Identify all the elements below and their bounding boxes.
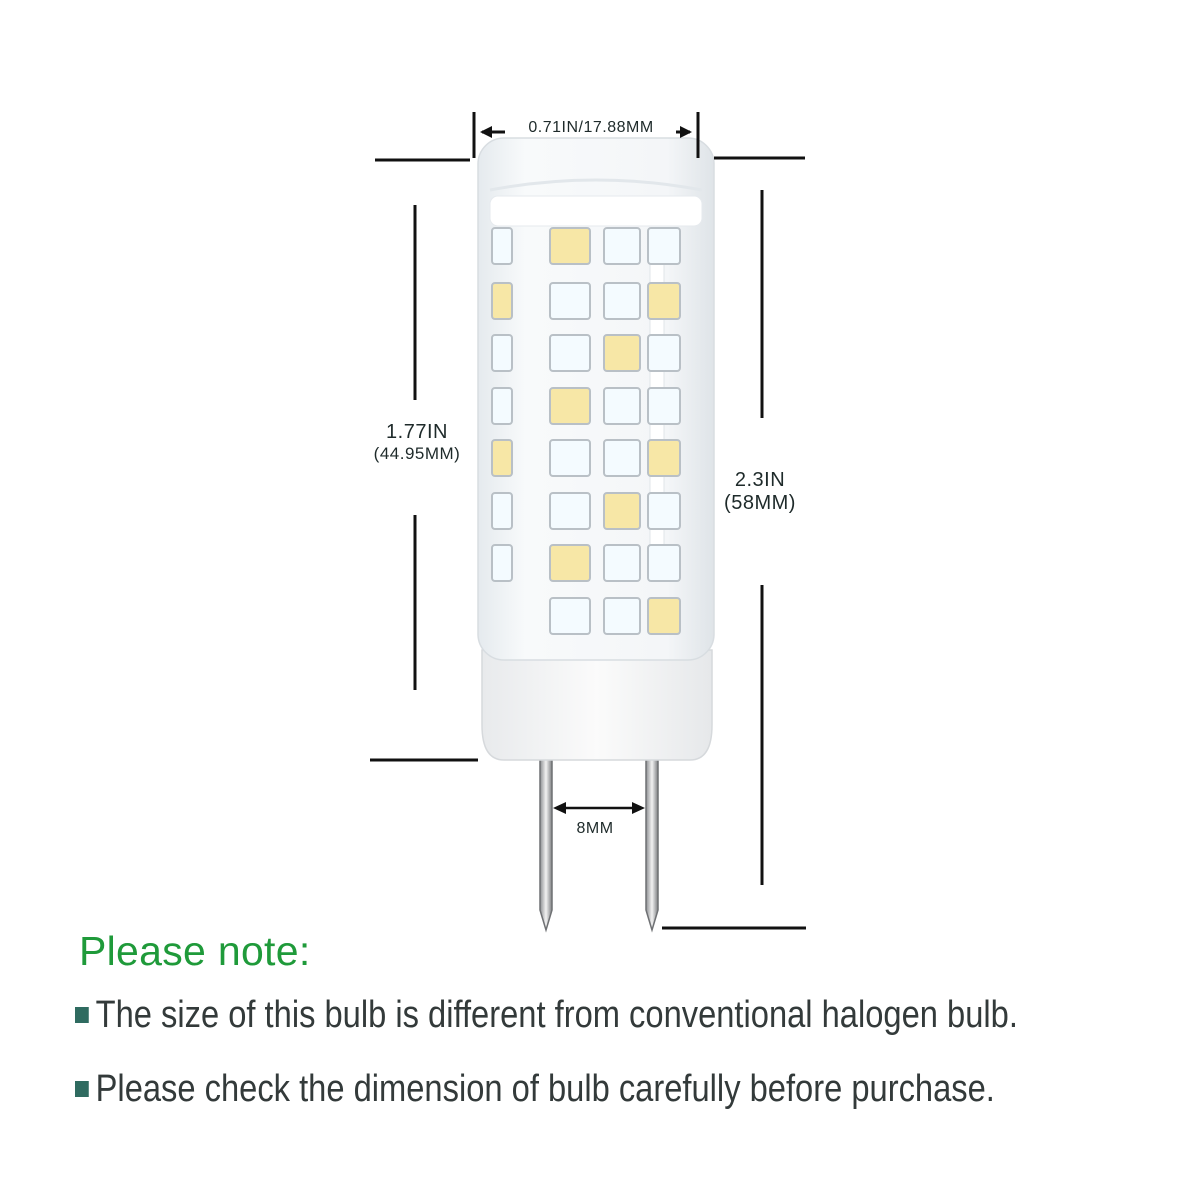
- led-chip: [603, 544, 641, 582]
- led-chip: [549, 439, 591, 477]
- led-chip: [647, 597, 681, 635]
- total-height-dimension-label: 2.3IN (58MM): [700, 469, 820, 515]
- led-chip: [647, 387, 681, 425]
- led-chip: [603, 227, 641, 265]
- led-chip: [491, 439, 513, 477]
- total-height-mm: (58MM): [724, 492, 796, 514]
- led-chip: [647, 492, 681, 530]
- total-height-inch: 2.3IN: [734, 469, 786, 491]
- note-item-text: The size of this bulb is different from …: [95, 994, 1018, 1036]
- led-chip: [647, 334, 681, 372]
- pin-spacing-label: 8MM: [576, 820, 614, 837]
- led-chip: [549, 282, 591, 320]
- body-height-mm: (44.95MM): [373, 444, 461, 463]
- square-bullet-icon: [75, 1007, 89, 1023]
- led-chip: [491, 227, 513, 265]
- led-chip: [549, 597, 591, 635]
- square-bullet-icon: [75, 1081, 89, 1097]
- width-dimension-label: 0.71IN/17.88MM: [506, 119, 676, 138]
- note-item-text: Please check the dimension of bulb caref…: [95, 1068, 995, 1110]
- led-chip: [491, 334, 513, 372]
- led-chip: [603, 597, 641, 635]
- note-title: Please note:: [79, 928, 311, 974]
- led-chip: [491, 544, 513, 582]
- led-chip: [603, 387, 641, 425]
- led-chip: [549, 387, 591, 425]
- led-chip: [549, 334, 591, 372]
- dimension-lines: [370, 112, 806, 930]
- body-height-inch: 1.77IN: [386, 421, 448, 443]
- led-chip: [603, 282, 641, 320]
- led-chip: [647, 227, 681, 265]
- right-pin: [645, 751, 659, 933]
- led-chip: [491, 492, 513, 530]
- body-height-dimension-label: 1.77IN (44.95MM): [354, 421, 480, 464]
- note-item: The size of this bulb is different from …: [75, 994, 1018, 1037]
- led-chip: [549, 492, 591, 530]
- led-chip: [647, 439, 681, 477]
- led-chip: [491, 282, 513, 320]
- led-chip: [549, 227, 591, 265]
- led-chip: [549, 544, 591, 582]
- led-chip: [603, 334, 641, 372]
- led-chip: [491, 387, 513, 425]
- note-item: Please check the dimension of bulb caref…: [75, 1068, 995, 1111]
- led-chip: [603, 492, 641, 530]
- led-chip-grid: [491, 227, 681, 635]
- led-chip: [647, 544, 681, 582]
- ceramic-base: [481, 649, 713, 761]
- led-chip: [647, 282, 681, 320]
- led-chip: [603, 439, 641, 477]
- left-pin: [539, 751, 553, 933]
- dimension-arrows: [480, 126, 692, 814]
